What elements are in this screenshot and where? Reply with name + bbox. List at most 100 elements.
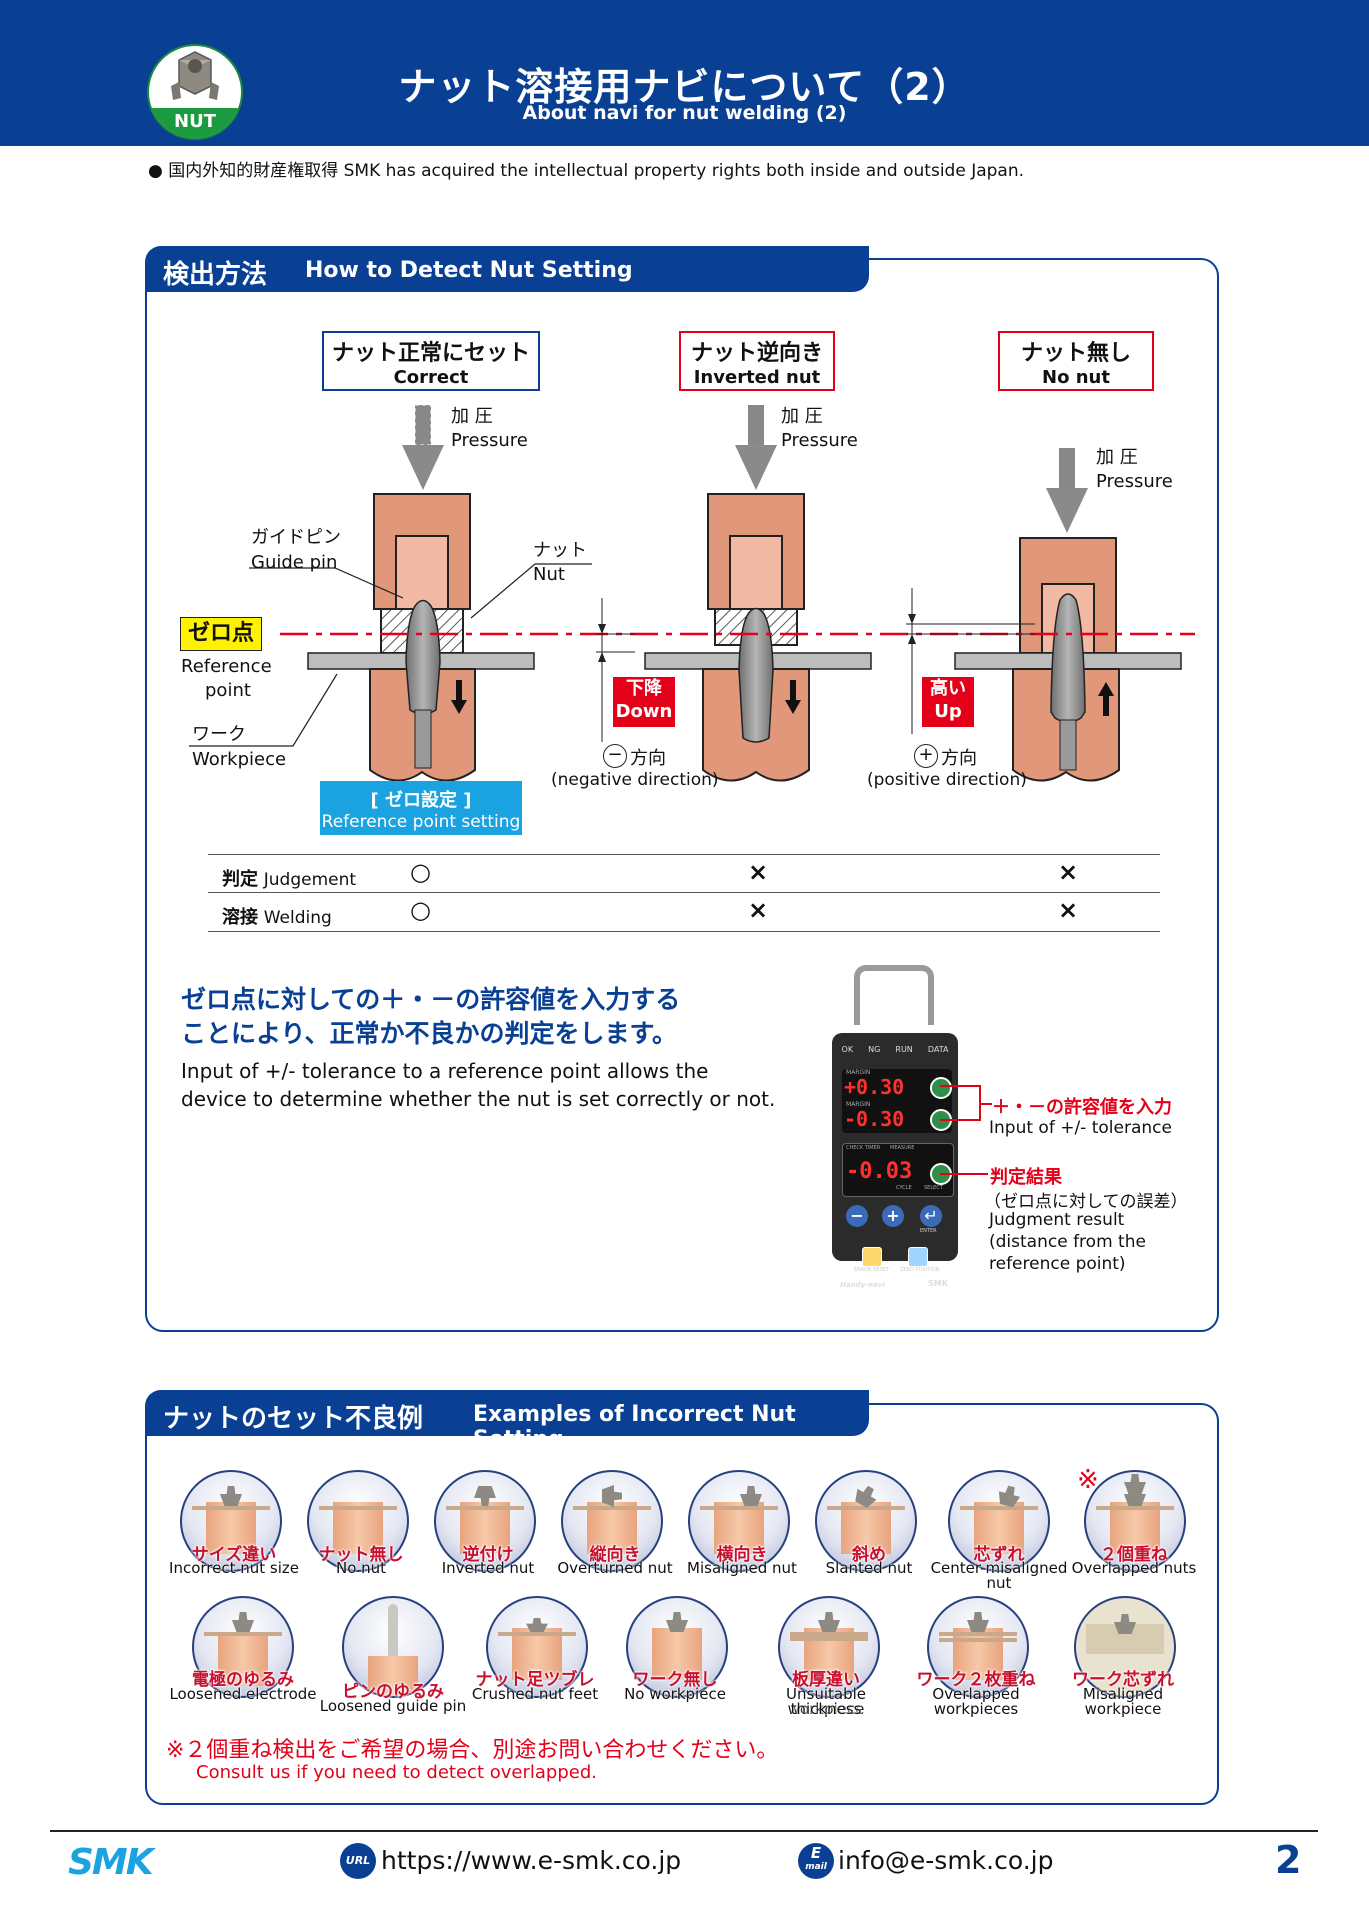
example-label: ワーク２枚重ね — [916, 1670, 1036, 1690]
ip-note: ● 国内外知的財産権取得 SMK has acquired the intell… — [148, 161, 1025, 181]
up-badge: 高い Up — [922, 677, 974, 727]
example-label: ピンのゆるみ — [342, 1682, 444, 1702]
nut-icon — [171, 51, 219, 100]
example-caption: No nut — [335, 1559, 387, 1577]
case-nonut-label: ナット無し No nut — [998, 331, 1154, 391]
table-line-mid — [208, 892, 1160, 893]
example-label: 横向き — [716, 1545, 768, 1565]
desc-en-2: device to determine whether the nut is s… — [181, 1087, 776, 1111]
down-badge: 下降 Down — [613, 677, 675, 727]
pressure-jp-1: 加 圧 — [451, 406, 493, 427]
desc-en-1: Input of +/- tolerance to a reference po… — [181, 1059, 709, 1083]
example-label: 電極のゆるみ — [192, 1670, 294, 1690]
positive-jp: 方向 — [941, 748, 977, 769]
example-loosened-electrode-image — [192, 1596, 294, 1698]
examples-tab-en: Examples of Incorrect Nut Setting — [473, 1402, 796, 1452]
result-en-2: (distance from the — [989, 1232, 1146, 1252]
example-loosened-pin-image — [342, 1596, 444, 1698]
negative-en: (negative direction) — [551, 770, 719, 790]
device-logo: SMK — [928, 1279, 948, 1288]
nut-label-jp: ナット — [533, 540, 587, 561]
pressure-jp-3: 加 圧 — [1096, 447, 1138, 468]
minus-circle-icon: − — [603, 744, 627, 768]
example-caption: nut — [986, 1574, 1012, 1592]
overlap-note-en: Consult us if you need to detect overlap… — [196, 1762, 597, 1783]
electrode-inverted — [644, 493, 872, 782]
result-en-3: reference point) — [989, 1254, 1126, 1274]
example-caption: Loosened guide pin — [319, 1697, 467, 1715]
positive-en: (positive direction) — [867, 770, 1027, 790]
reference-label-1: Reference — [181, 656, 272, 677]
plus-button[interactable]: + — [882, 1205, 904, 1227]
handy-navi-device: OK NG RUN DATA MARGIN +0.30 MARGIN -0.30… — [820, 965, 968, 1295]
nut-label-en: Nut — [533, 564, 565, 585]
pressure-arrow-1 — [402, 404, 444, 490]
footer-email[interactable]: info@e-smk.co.jp — [838, 1846, 1054, 1875]
indicator-ok: OK — [841, 1045, 854, 1054]
example-inverted-image — [434, 1470, 536, 1572]
example-label: 縦向き — [589, 1545, 641, 1565]
footer-divider — [50, 1830, 1318, 1832]
table-row: 判定 Judgement — [222, 869, 357, 890]
desc-jp-2: ことにより、正常か不良かの判定をします。 — [181, 1019, 678, 1048]
example-caption: thickness — [790, 1700, 862, 1718]
overlap-note-jp: ※２個重ね検出をご希望の場合、別途お問い合わせください。 — [166, 1738, 779, 1763]
example-label: ワーク無し — [632, 1670, 718, 1690]
judge-inverted: × — [748, 858, 769, 886]
example-thickness-image — [778, 1596, 880, 1698]
electrode-nonut — [954, 537, 1182, 782]
example-caption: Center-misaligned — [930, 1559, 1068, 1577]
examples-tab: ナットのセット不良例 Examples of Incorrect Nut Set… — [145, 1390, 869, 1452]
pressure-en-1: Pressure — [451, 430, 528, 451]
badge-label: NUT — [149, 108, 241, 138]
example-caption: No workpiece — [624, 1685, 726, 1703]
smk-logo: SMK — [68, 1842, 154, 1883]
zero-setting-box: [ ゼロ設定 ] Reference point setting — [320, 781, 522, 835]
example-misaligned-workpiece-image — [1074, 1596, 1176, 1698]
example-overlapped-workpieces-image — [927, 1596, 1029, 1698]
pressure-en-2: Pressure — [781, 430, 858, 451]
example-label: サイズ違い — [191, 1545, 277, 1565]
minus-button[interactable]: − — [846, 1205, 868, 1227]
workpiece-jp: ワーク — [192, 724, 246, 745]
result-jp: 判定結果 — [990, 1167, 1062, 1188]
zero-point-badge: ゼロ点 — [180, 617, 262, 651]
case-correct-label: ナット正常にセット Correct — [322, 331, 540, 391]
examples-tab-jp: ナットのセット不良例 — [163, 1404, 424, 1434]
indicator-ng: NG — [868, 1045, 881, 1054]
example-caption: Slanted nut — [825, 1559, 913, 1577]
tolerance-en: Input of +/- tolerance — [989, 1118, 1172, 1138]
error-reset-button[interactable] — [862, 1247, 882, 1267]
example-caption: Misaligned nut — [687, 1559, 797, 1577]
judge-correct: ○ — [410, 858, 431, 886]
page-title: ナット溶接用ナビについて（2） — [398, 65, 971, 109]
detect-tab: 検出方法 How to Detect Nut Setting — [145, 246, 869, 292]
detect-tab-en: How to Detect Nut Setting — [305, 258, 633, 283]
url-icon: URL — [340, 1843, 376, 1879]
example-caption: Crushed nut feet — [471, 1685, 599, 1703]
example-caption: workpieces — [933, 1700, 1019, 1718]
example-caption: Loosened electrode — [169, 1685, 317, 1703]
down-dimension — [596, 598, 635, 742]
example-slanted-image — [815, 1470, 917, 1572]
example-crushed-feet-image — [486, 1596, 588, 1698]
electrode-correct — [307, 493, 535, 782]
margin-minus-display: -0.30 — [844, 1107, 905, 1131]
weld-correct: ○ — [410, 896, 431, 924]
example-caption: Unsuitable workpiece — [786, 1685, 866, 1718]
pressure-en-3: Pressure — [1096, 471, 1173, 492]
pressure-arrow-3 — [1046, 448, 1088, 533]
detection-diagram — [189, 404, 1195, 782]
example-caption: Inverted nut — [441, 1559, 535, 1577]
desc-jp-1: ゼロ点に対しての＋・－の許容値を入力する — [181, 985, 681, 1014]
footer-url[interactable]: https://www.e-smk.co.jp — [381, 1846, 682, 1875]
guide-pin-jp: ガイドピン — [251, 527, 341, 548]
zero-position-button[interactable] — [908, 1247, 928, 1267]
detect-tab-jp: 検出方法 — [163, 260, 268, 290]
tolerance-jp: ＋・－の許容値を入力 — [992, 1097, 1172, 1118]
result-jp2: （ゼロ点に対しての誤差） — [984, 1192, 1188, 1212]
margin-plus-knob[interactable] — [930, 1077, 952, 1099]
guide-pin-en: Guide pin — [251, 552, 338, 573]
enter-button[interactable]: ↵ — [920, 1205, 942, 1227]
pressure-arrow-2 — [735, 405, 777, 490]
